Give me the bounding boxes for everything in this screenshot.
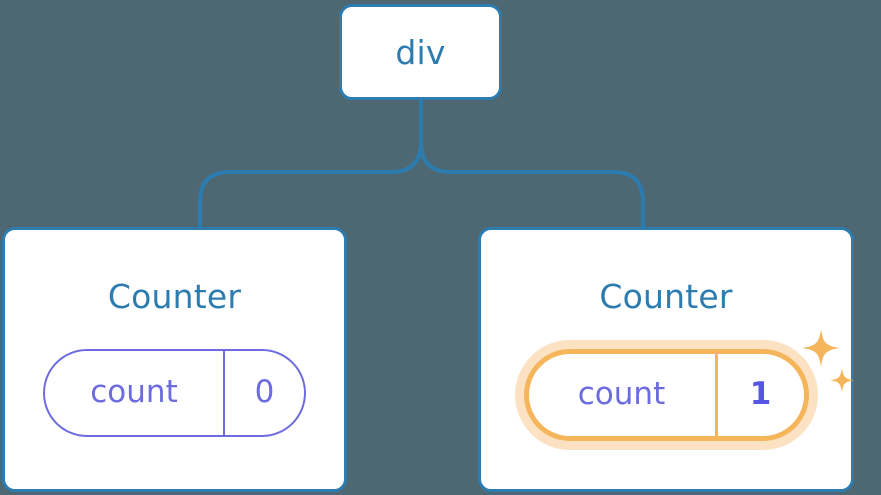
sparkle-icon [829,368,854,393]
state-value: 0 [223,351,304,435]
card-title: Counter [599,277,733,316]
sparkle-icon [801,329,840,367]
state-value: 1 [714,354,804,436]
state-pill-highlighted[interactable]: count 1 [523,349,809,441]
state-pill-wrapper: count 0 [43,349,306,437]
state-pill-wrapper: count 1 [523,329,854,441]
node-div[interactable]: div [339,4,502,100]
state-pill[interactable]: count 0 [43,349,306,437]
card-counter-right[interactable]: Counter count 1 [478,227,854,492]
state-key: count [90,373,178,410]
card-counter-left[interactable]: Counter count 0 [2,227,347,492]
card-title: Counter [107,277,242,316]
state-key: count [577,375,666,412]
node-div-label: div [395,32,446,72]
